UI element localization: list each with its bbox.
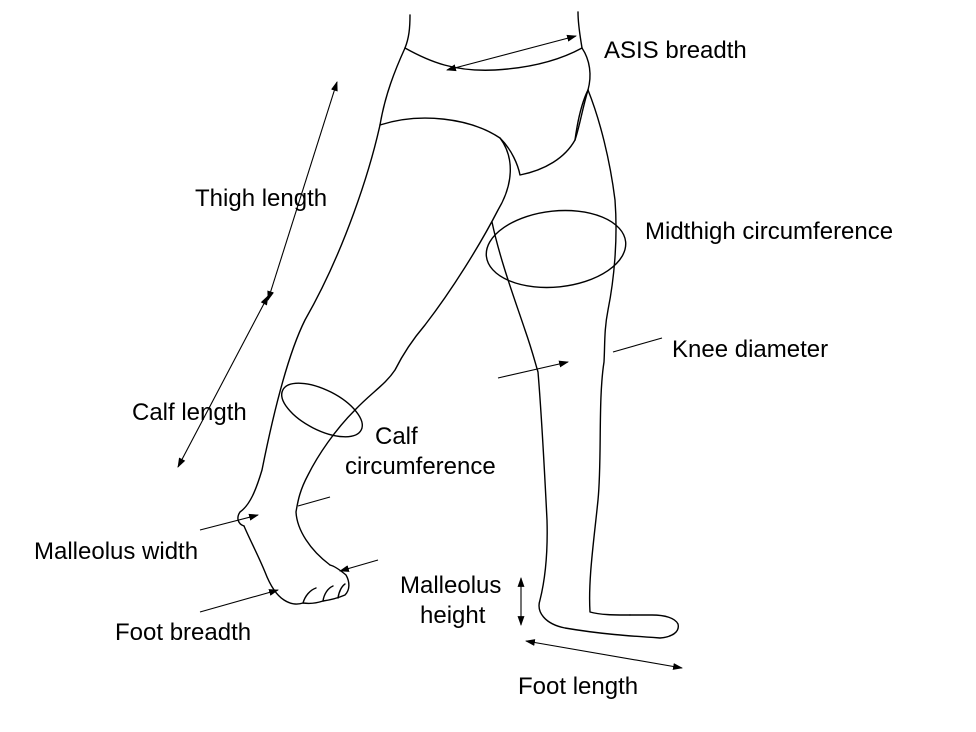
measurement-arrows <box>177 34 683 670</box>
briefs-outline <box>379 11 591 176</box>
front-leg-outline <box>491 89 679 639</box>
midthigh-circumference-loop <box>485 209 627 289</box>
foot-breadth-arrow-right <box>339 559 379 572</box>
foot-length-arrow <box>525 639 683 670</box>
knee-diameter-label: Knee diameter <box>672 336 829 363</box>
malleolus-height-label-line1: Malleolus <box>400 572 502 599</box>
foot-breadth-arrow-left <box>199 589 279 613</box>
calf-circumference-loop <box>281 382 363 438</box>
knee-diameter-arrow-right <box>612 337 663 353</box>
midthigh-circumference-label: Midthigh circumference <box>645 218 894 245</box>
asis-breadth-arrow <box>446 34 577 72</box>
malleolus-width-arrow-left <box>199 513 259 531</box>
calf-length-label: Calf length <box>132 399 247 426</box>
knee-diameter-arrow-left <box>497 360 569 379</box>
malleolus-width-label: Malleolus width <box>34 538 199 565</box>
thigh-length-arrow <box>267 81 338 301</box>
calf-circumference-label-line2: circumference <box>345 453 496 480</box>
calf-circumference-label-line1: Calf <box>375 423 418 450</box>
back-leg-outline <box>237 124 511 605</box>
malleolus-height-label-line2: height <box>420 602 486 629</box>
foot-breadth-label: Foot breadth <box>115 619 252 646</box>
asis-breadth-label: ASIS breadth <box>604 37 747 64</box>
calf-length-arrow <box>177 295 269 468</box>
thigh-length-label: Thigh length <box>195 185 328 212</box>
foot-length-label: Foot length <box>518 673 639 700</box>
malleolus-width-arrow-right <box>297 496 331 507</box>
